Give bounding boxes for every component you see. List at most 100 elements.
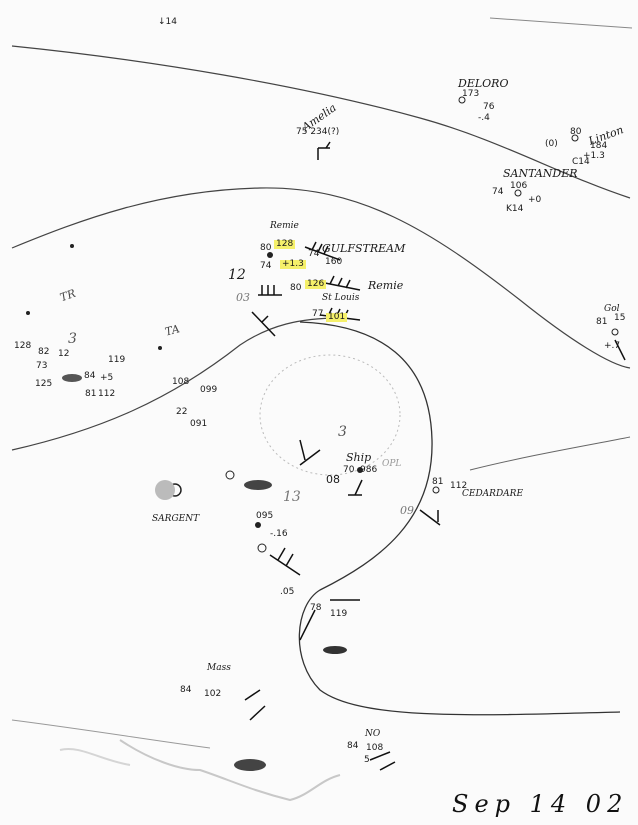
station-dot (225, 470, 235, 480)
station-santander-temp: 74 (492, 187, 504, 197)
station-no-temp: 84 (347, 741, 359, 751)
left-81: 81 (85, 389, 97, 399)
station-dot (514, 189, 522, 197)
label-0h: 3 (338, 424, 347, 440)
label-13: 13 (283, 489, 301, 505)
cluster-108: 108 (172, 377, 190, 387)
isobar-left-lower (11, 719, 211, 749)
station-no-pressure: 108 (366, 743, 384, 753)
station-remie1-dew: 74 (260, 261, 272, 271)
cyclone-spiral (298, 321, 621, 716)
station-dot (70, 244, 74, 248)
station-gol-tend: +.7 (604, 341, 621, 351)
station-stlouis-name: St Louis (322, 293, 360, 303)
label-12: 12 (228, 267, 246, 283)
station-deloro-temp: 76 (483, 102, 495, 112)
station-linton-dew: C14 (572, 157, 590, 167)
station-remie2-temp: 80 (290, 283, 302, 293)
station-dot (255, 522, 261, 528)
station-remie2-name: Remie (368, 279, 404, 292)
isobar-topright (489, 17, 633, 29)
station-dot (257, 543, 267, 553)
station-gol-pressure: 15 (614, 313, 626, 323)
isobar-middle-bottom (11, 317, 341, 451)
station-mass-pressure: 102 (204, 689, 222, 699)
left-125: 125 (35, 379, 53, 389)
cluster-16: -.16 (270, 529, 288, 539)
left-119: 119 (108, 355, 126, 365)
left-84: 84 (84, 371, 96, 381)
station-remie1-tend: +1.3 (280, 259, 306, 269)
station-no-dew: 5 (364, 755, 370, 765)
shade (244, 480, 272, 490)
station-santander-dew: K14 (506, 204, 524, 214)
left-73: 73 (36, 361, 48, 371)
cluster-22: 22 (176, 407, 188, 417)
station-dot (158, 346, 162, 350)
shade (323, 646, 347, 654)
station-mass-temp: 84 (180, 685, 192, 695)
cluster-099: 099 (200, 385, 218, 395)
station-santander-name: SANTANDER (503, 167, 578, 180)
station-sargent-name: SARGENT (152, 514, 200, 524)
station-dot (267, 252, 273, 258)
cluster-78: 78 (310, 603, 322, 613)
station-gulfstream-pressure: 160 (325, 257, 343, 267)
left-12: 12 (58, 349, 70, 359)
inner-circle (259, 354, 401, 476)
station-mass-name: Mass (207, 663, 231, 673)
coastline-2 (59, 748, 131, 766)
station-ship-extra: OPL (382, 459, 402, 469)
left-3: 3 (68, 331, 77, 347)
station-dot (26, 311, 30, 315)
station-stlouis-pressure: 101 (326, 312, 348, 322)
isobar-right-bottom (469, 436, 631, 471)
station-remie1-name: Remie (270, 221, 299, 231)
station-cedardare-pressure: 112 (450, 481, 468, 491)
station-linton-extra: (0) (545, 139, 558, 149)
cluster-05: .05 (280, 587, 295, 597)
station-dot (458, 96, 466, 104)
station-linton-temp: 80 (570, 127, 582, 137)
cluster-091: 091 (190, 419, 208, 429)
station-ship-note: 08 (326, 473, 340, 486)
left-112: 112 (98, 389, 116, 399)
cluster-119: 119 (330, 609, 348, 619)
station-gol-name: Gol (604, 304, 620, 314)
station-ship-temp: 70 (343, 465, 355, 475)
station-cedardare-temp: 81 (432, 477, 444, 487)
label-09: 09 (400, 504, 414, 517)
station-dot (571, 134, 579, 142)
station-deloro-name: DELORO (458, 77, 509, 90)
station-cedardare-name: CEDARDARE (462, 489, 524, 499)
station-dot (611, 328, 619, 336)
station-remie1-pressure: 128 (274, 239, 296, 249)
station-gulfstream-temp: 74 (308, 249, 320, 259)
left-128: 128 (14, 341, 32, 351)
station-dot (357, 467, 363, 473)
station-remie1-temp: 80 (260, 243, 272, 253)
station-santander-pressure: 106 (510, 181, 528, 191)
shade (234, 759, 266, 771)
station-remie2-pressure: 126 (305, 279, 327, 289)
label-ta: TA (163, 322, 182, 339)
station-linton-pressure: 184 (590, 141, 608, 151)
station-linton-tend: +1.3 (583, 151, 605, 161)
station-deloro-tend: -.4 (478, 113, 490, 123)
isobar-upper (11, 45, 631, 199)
station-ship-pressure: 986 (360, 465, 378, 475)
left-82: 82 (38, 347, 50, 357)
station-ship-name: Ship (346, 451, 372, 464)
left-plus5: +5 (100, 373, 114, 383)
station-no-name: NO (365, 729, 381, 739)
station-gulfstream-name: GULFSTREAM (322, 242, 406, 255)
cluster-095: 095 (256, 511, 274, 521)
isobar-middle-top (11, 187, 631, 369)
station-amelia-line: 75 234(?) (296, 127, 340, 137)
station-deloro-pressure: 173 (462, 89, 480, 99)
label-03: 03 (236, 291, 250, 304)
coastline (119, 739, 341, 802)
shade (62, 374, 82, 382)
